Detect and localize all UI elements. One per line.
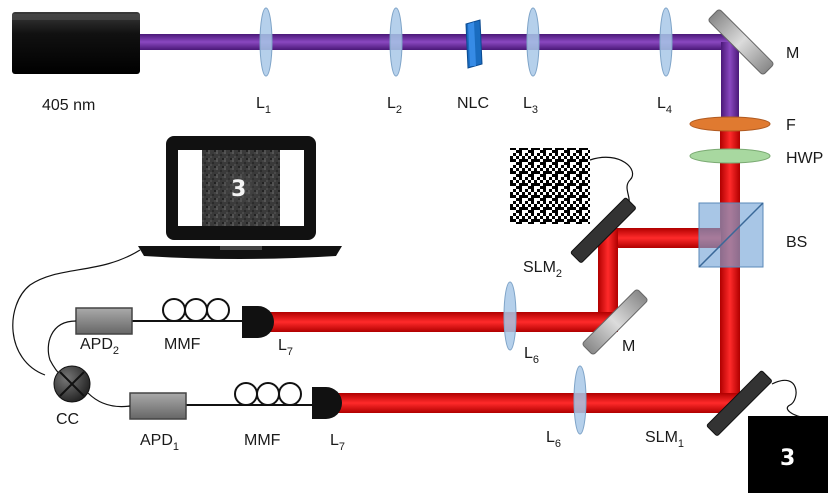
apd2-label: APD2 <box>80 336 119 357</box>
slm1 <box>706 370 772 436</box>
mmf-bottom-coils <box>234 382 302 406</box>
nonlinear-crystal <box>465 19 483 69</box>
apd2 <box>75 307 133 335</box>
filter <box>689 116 771 132</box>
lens-l6-top <box>503 281 517 351</box>
l7-top-label: L7 <box>278 337 293 358</box>
cc-cable-apd1 <box>87 392 131 408</box>
lens-l1-label: L1 <box>256 95 271 116</box>
slm2-label: SLM2 <box>523 259 562 280</box>
lens-l4 <box>659 7 673 77</box>
apd1 <box>129 392 187 420</box>
fiber-coupler-l7-bottom <box>312 387 342 419</box>
apd1-label: APD1 <box>140 432 179 453</box>
hwp-label: HWP <box>786 150 823 167</box>
pump-beam <box>137 34 739 122</box>
mirror-mid-label: M <box>622 338 635 355</box>
laser-source <box>12 12 140 74</box>
cc-label: CC <box>56 411 79 428</box>
lens-l3-label: L3 <box>523 95 538 116</box>
signal-beam <box>268 118 740 413</box>
bs-label: BS <box>786 234 807 251</box>
cc-cable-laptop <box>12 249 141 376</box>
laptop <box>138 136 342 259</box>
lens-l6-bottom <box>573 365 587 435</box>
beam-splitter <box>698 202 764 268</box>
mirror-top-label: M <box>786 45 799 62</box>
lens-l6-top-label: L6 <box>524 345 539 366</box>
mmf-bottom-label: MMF <box>244 432 281 449</box>
lens-l6-bottom-label: L6 <box>546 429 561 450</box>
filter-label: F <box>786 117 796 134</box>
slm2-pattern <box>510 148 590 224</box>
half-wave-plate <box>689 148 771 164</box>
coincidence-counter <box>53 365 91 403</box>
slm2 <box>570 197 636 263</box>
slm1-pattern-display <box>748 416 828 493</box>
lens-l2 <box>389 7 403 77</box>
laptop-image-digit: 3 <box>231 177 246 202</box>
fiber-coupler-l7-top <box>242 306 274 338</box>
slm1-cable <box>771 379 816 419</box>
slm1-label: SLM1 <box>645 429 684 450</box>
slm1-pattern-digit: 3 <box>780 446 795 471</box>
mmf-top-label: MMF <box>164 336 201 353</box>
lens-l4-label: L4 <box>657 95 672 116</box>
mirror-mid <box>582 289 648 355</box>
lens-l1 <box>259 7 273 77</box>
mirror-top <box>708 9 774 75</box>
nlc-label: NLC <box>457 95 489 112</box>
lens-l2-label: L2 <box>387 95 402 116</box>
laser-label: 405 nm <box>42 97 95 114</box>
lens-l3 <box>526 7 540 77</box>
mmf-top-coils <box>162 298 230 322</box>
l7-bottom-label: L7 <box>330 432 345 453</box>
